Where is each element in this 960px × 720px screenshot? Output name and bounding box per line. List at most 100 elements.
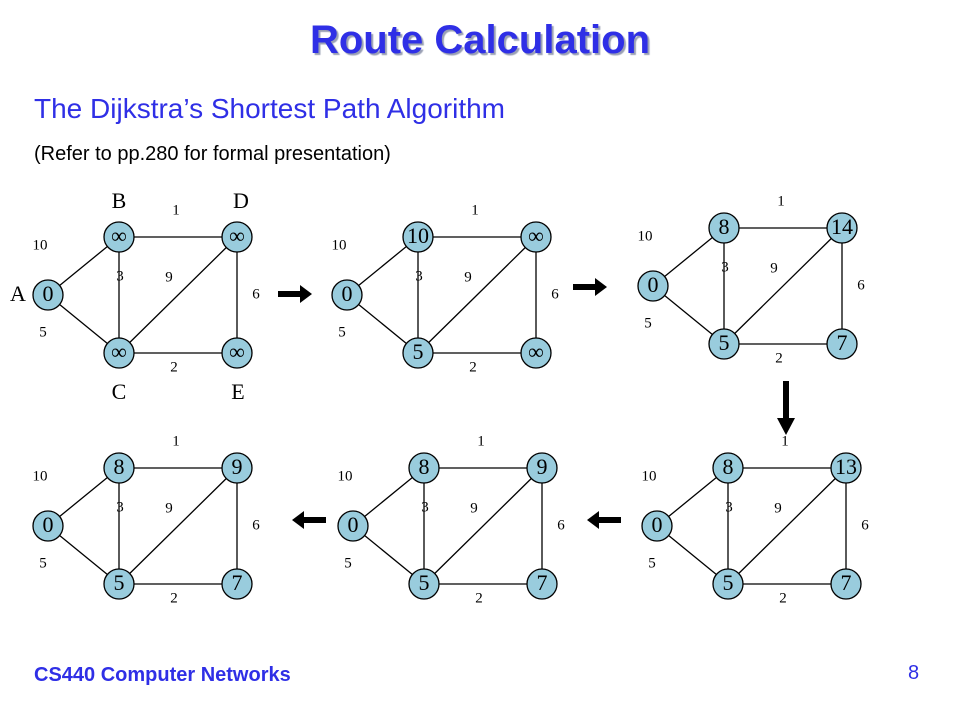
edge-weight-label: 3 <box>725 499 733 515</box>
edge-weight-label: 5 <box>39 555 47 571</box>
edge-weight-label: 5 <box>344 555 352 571</box>
node-a <box>637 270 669 302</box>
edge-weight-label: 5 <box>644 315 652 331</box>
edge-c-d <box>129 247 227 343</box>
edge-a-b <box>668 476 717 518</box>
node-distance-label: 7 <box>232 570 243 595</box>
edge-weight-label: 2 <box>779 590 787 606</box>
node-e <box>526 568 558 600</box>
node-name-a: A <box>10 281 26 306</box>
edge-a-c <box>59 303 108 345</box>
edge-weight-label: 5 <box>648 555 656 571</box>
edge-weight-label: 9 <box>165 500 173 516</box>
node-distance-label: 0 <box>648 272 659 297</box>
node-c <box>712 568 744 600</box>
arrow-right-1 <box>278 285 312 303</box>
node-distance-label: 10 <box>407 223 429 248</box>
edge-c-d <box>434 478 532 574</box>
edge-c-d <box>129 478 227 574</box>
node-distance-label: 14 <box>831 214 853 239</box>
edge-weight-label: 9 <box>464 269 472 285</box>
edge-weight-label: 1 <box>172 202 180 218</box>
edge-a-c <box>358 303 407 345</box>
node-d <box>826 212 858 244</box>
edge-weight-label: 1 <box>471 202 479 218</box>
node-b <box>408 452 440 484</box>
edge-weight-label: 10 <box>638 228 653 244</box>
edge-weight-label: 6 <box>857 277 865 293</box>
edge-weight-label: 6 <box>557 517 565 533</box>
node-distance-label: 9 <box>232 454 243 479</box>
node-distance-label: 5 <box>719 330 730 355</box>
slide-subtitle: The Dijkstra’s Shortest Path Algorithm <box>34 93 506 124</box>
node-c <box>402 337 434 369</box>
node-e <box>221 337 253 369</box>
arrow-right-2 <box>573 278 607 296</box>
node-name-d: D <box>233 188 249 213</box>
node-a <box>337 510 369 542</box>
node-b <box>402 221 434 253</box>
reference-note: (Refer to pp.280 for formal presentation… <box>34 143 391 165</box>
slide-title: Route Calculation <box>309 18 651 62</box>
edge-a-c <box>364 534 413 576</box>
footer-course: CS440 Computer Networks <box>34 664 291 686</box>
node-name-c: C <box>112 379 127 404</box>
edge-weight-label: 10 <box>338 468 353 484</box>
node-distance-label: 7 <box>537 570 548 595</box>
node-b <box>103 221 135 253</box>
edge-a-b <box>59 245 108 287</box>
node-distance-label: 5 <box>114 570 125 595</box>
edge-weight-label: 5 <box>39 324 47 340</box>
edge-weight-label: 3 <box>721 259 729 275</box>
node-distance-label: ∞ <box>229 223 245 248</box>
edge-weight-label: 1 <box>777 193 785 209</box>
node-distance-label: ∞ <box>528 339 544 364</box>
edge-weight-label: 5 <box>338 324 346 340</box>
node-a <box>331 279 363 311</box>
node-c <box>103 568 135 600</box>
edge-weight-label: 2 <box>475 590 483 606</box>
edge-weight-label: 1 <box>477 433 485 449</box>
edge-weight-label: 2 <box>170 359 178 375</box>
edge-a-b <box>664 236 713 278</box>
edge-weight-label: 2 <box>170 590 178 606</box>
node-distance-label: 5 <box>419 570 430 595</box>
node-e <box>830 568 862 600</box>
node-distance-label: 8 <box>719 214 730 239</box>
node-c <box>708 328 740 360</box>
page-number: 8 <box>908 662 920 684</box>
edge-c-d <box>428 247 526 343</box>
node-distance-label: 5 <box>413 339 424 364</box>
edge-weight-label: 10 <box>642 468 657 484</box>
node-distance-label: 5 <box>723 570 734 595</box>
node-a <box>32 510 64 542</box>
edge-weight-label: 6 <box>551 286 559 302</box>
edge-weight-label: 2 <box>469 359 477 375</box>
node-d <box>221 452 253 484</box>
arrow-left-5 <box>292 511 326 529</box>
edge-weight-label: 9 <box>165 269 173 285</box>
edge-weight-label: 3 <box>421 499 429 515</box>
edge-weight-label: 10 <box>33 237 48 253</box>
edge-a-b <box>59 476 108 518</box>
node-b <box>708 212 740 244</box>
node-name-b: B <box>112 188 127 213</box>
edge-weight-label: 6 <box>252 286 260 302</box>
arrow-left-4 <box>587 511 621 529</box>
edge-a-c <box>668 534 717 576</box>
edge-weight-label: 9 <box>770 260 778 276</box>
node-distance-label: 8 <box>114 454 125 479</box>
node-b <box>103 452 135 484</box>
edge-weight-label: 2 <box>775 350 783 366</box>
node-distance-label: 7 <box>841 570 852 595</box>
edge-weight-label: 3 <box>116 499 124 515</box>
node-distance-label: 13 <box>835 454 857 479</box>
edge-c-d <box>734 238 832 334</box>
edge-weight-label: 3 <box>415 268 423 284</box>
node-c <box>408 568 440 600</box>
edge-weight-label: 9 <box>470 500 478 516</box>
edge-weight-label: 1 <box>172 433 180 449</box>
node-distance-label: 0 <box>652 512 663 537</box>
